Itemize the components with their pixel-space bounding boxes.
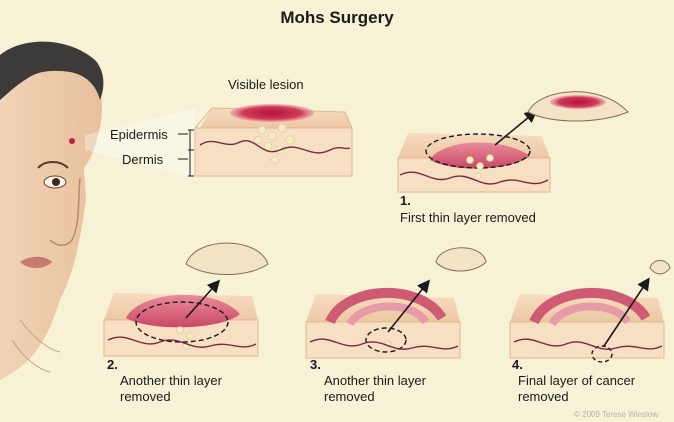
removal-arrow: [603, 277, 650, 347]
lips: [20, 256, 52, 268]
step-3-block: [305, 247, 487, 359]
removed-tissue: [435, 247, 487, 272]
copyright-watermark: © 2009 Terese Winslow: [574, 410, 659, 419]
removal-arrow: [185, 279, 221, 319]
face-illustration: [0, 41, 104, 381]
removed-tissue: [649, 260, 671, 275]
epidermis-label: Epidermis: [110, 127, 168, 142]
wound: [325, 287, 447, 325]
step-2-caption-line2: removed: [120, 389, 171, 404]
cancer-cells: [254, 123, 295, 164]
wound: [430, 142, 530, 169]
step-4-number: 4.: [512, 357, 523, 372]
removal-arrow: [387, 279, 430, 333]
removed-tissue: [185, 242, 269, 275]
step-4-block: [509, 260, 671, 363]
eye: [52, 178, 60, 186]
main-skin-block: [178, 104, 353, 177]
step-3-caption-line1: Another thin layer: [324, 373, 426, 388]
step-1-block: [397, 91, 629, 193]
eyebrow: [37, 161, 69, 169]
step-2-caption-line1: Another thin layer: [120, 373, 222, 388]
blood-vessel: [199, 139, 351, 154]
step-3-number: 3.: [310, 357, 321, 372]
hair: [0, 41, 104, 100]
lesion-marker: [69, 138, 75, 144]
step-4-caption-line1: Final layer of cancer: [518, 373, 636, 388]
incision-outline: [591, 345, 613, 363]
step-2-block: [103, 242, 269, 357]
visible-lesion-label: Visible lesion: [228, 77, 304, 92]
visible-lesion: [230, 104, 314, 122]
wound: [529, 287, 651, 325]
step-4-caption-line2: removed: [518, 389, 569, 404]
step-1-caption: First thin layer removed: [400, 210, 536, 225]
incision-outline: [365, 327, 407, 353]
dermis-label: Dermis: [122, 152, 164, 167]
diagram-title: Mohs Surgery: [280, 8, 394, 27]
incision-outline: [135, 301, 229, 343]
zoom-callout: [85, 108, 195, 178]
step-3-caption-line2: removed: [324, 389, 375, 404]
nose: [49, 177, 81, 246]
wound: [126, 294, 240, 328]
step-2-number: 2.: [107, 357, 118, 372]
step-1-number: 1.: [400, 193, 411, 208]
removal-arrow: [494, 109, 538, 146]
